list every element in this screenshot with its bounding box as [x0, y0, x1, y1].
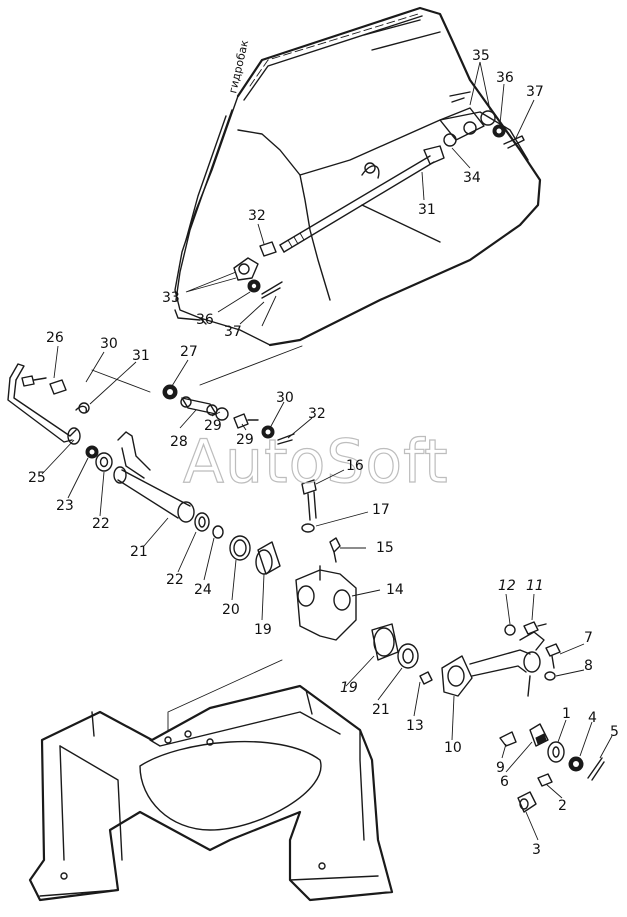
- callout-11: 11: [526, 578, 544, 594]
- watermark: AutoSoft: [183, 427, 449, 497]
- callout-18-left: 19: [254, 622, 272, 638]
- callout-37-lower: 37: [224, 324, 242, 340]
- callout-35: 35: [472, 48, 490, 64]
- push-rod-assembly: [233, 91, 525, 299]
- callout-18-right: 19: [340, 680, 358, 696]
- callout-16: 16: [346, 458, 364, 474]
- callout-22-left: 23: [56, 498, 74, 514]
- callout-19-left: 20: [222, 602, 240, 618]
- right-lever-assembly: [441, 621, 605, 813]
- callout-28: 29: [204, 418, 222, 434]
- callout-36-lower: 36: [196, 312, 214, 328]
- callout-15: 15: [376, 540, 394, 556]
- callout-2: 2: [558, 798, 567, 814]
- callout-17: 17: [372, 502, 390, 518]
- callout-27: 29: [236, 432, 254, 448]
- callout-22-right: 24: [194, 582, 212, 598]
- callout-21-left: 22: [92, 516, 110, 532]
- callout-3: 3: [532, 842, 541, 858]
- callout-7: 7: [584, 630, 593, 646]
- lever-group-left: [7, 345, 303, 575]
- callout-1: 1: [562, 706, 571, 722]
- callout-36-upper: 36: [496, 70, 514, 86]
- callout-19-right: 21: [372, 702, 390, 718]
- callout-4: 4: [588, 710, 597, 726]
- callout-32: 32: [248, 208, 266, 224]
- callout-37-upper: 37: [526, 84, 544, 100]
- leader-lines: [41, 61, 613, 841]
- callout-23: 25: [28, 470, 46, 486]
- pivot-housing: [295, 479, 433, 685]
- hydraulic-tank: [174, 6, 542, 347]
- base-frame: [28, 659, 394, 902]
- callout-24: 26: [46, 330, 64, 346]
- callout-21-right: 22: [166, 572, 184, 588]
- callout-9: 9: [496, 760, 505, 776]
- callout-20: 21: [130, 544, 148, 560]
- callout-10: 10: [444, 740, 462, 756]
- callout-5: 5: [610, 724, 619, 740]
- callout-14: 14: [386, 582, 404, 598]
- callout-13: 13: [406, 718, 424, 734]
- callout-labels: 35 36 37 34 31 32 33 36 37 26 30 31 27 2…: [28, 48, 619, 858]
- callout-33: 33: [162, 290, 180, 306]
- callout-26: 28: [170, 434, 188, 450]
- callout-29-right: 30: [276, 390, 294, 406]
- callout-31: 31: [418, 202, 436, 218]
- callout-12: 12: [498, 578, 516, 594]
- tank-label: гидробак: [226, 38, 251, 94]
- callout-8: 8: [584, 658, 593, 674]
- callout-34: 34: [463, 170, 481, 186]
- callout-29-left: 30: [100, 336, 118, 352]
- callout-30-right: 32: [308, 406, 326, 422]
- callout-25: 27: [180, 344, 198, 360]
- callout-30-left: 31: [132, 348, 150, 364]
- callout-6: 6: [500, 774, 509, 790]
